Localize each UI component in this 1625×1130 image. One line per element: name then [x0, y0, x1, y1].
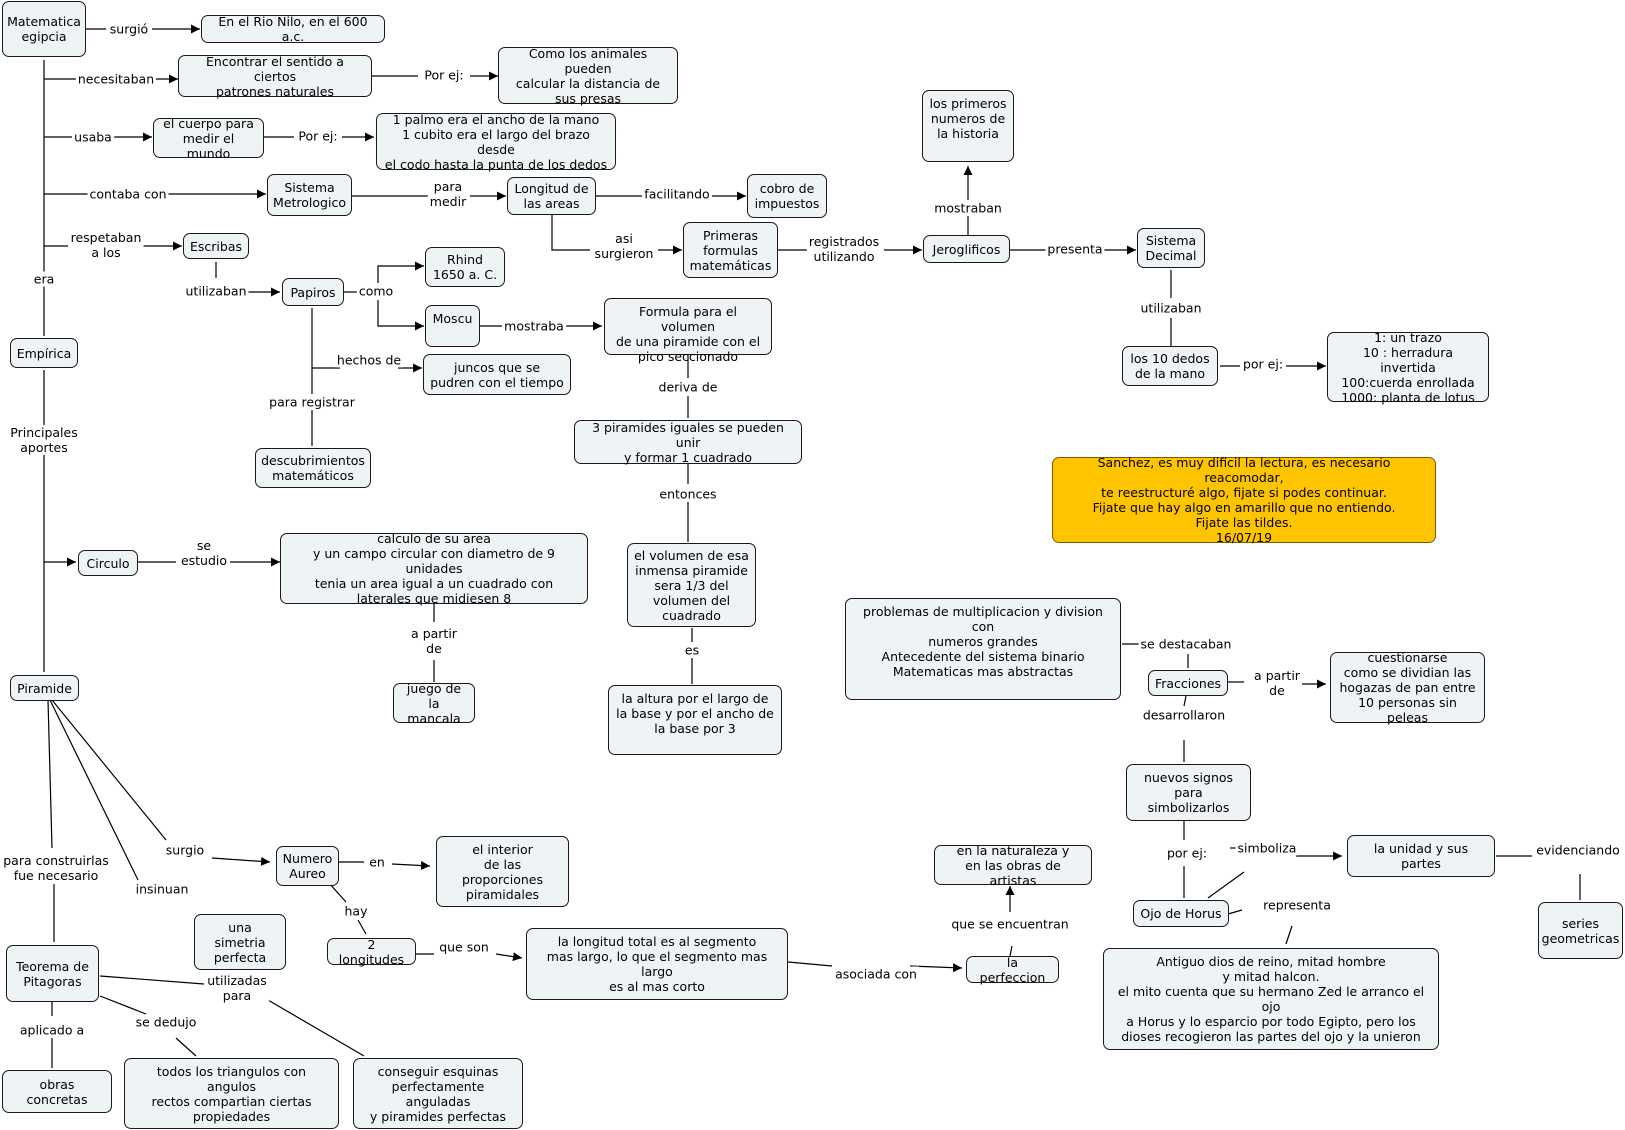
link-label: mostraba: [502, 318, 566, 334]
node-longitud-total[interactable]: la longitud total es al segmento mas lar…: [526, 928, 788, 1000]
node-longitud-areas[interactable]: Longitud de las areas: [507, 177, 596, 215]
link-label: surgió: [107, 21, 151, 37]
link-label: se dedujo: [133, 1014, 199, 1030]
link-label: insinuan: [133, 881, 191, 897]
link-label: entonces: [657, 486, 719, 502]
node-empirica[interactable]: Empírica: [10, 338, 78, 368]
link-label: Principales aportes: [8, 425, 80, 455]
link-label: Por ej:: [296, 128, 340, 144]
node-nuevos-signos[interactable]: nuevos signos para simbolizarlos: [1126, 764, 1251, 821]
link-label: usaba: [72, 129, 114, 145]
link-label: para medir: [427, 179, 469, 209]
node-moscu[interactable]: Moscu: [425, 305, 480, 347]
link-label: a partir de: [409, 626, 459, 656]
link-label: era: [31, 271, 57, 287]
node-cuestionarse[interactable]: cuestionarse como se dividian las hogaza…: [1330, 650, 1485, 725]
link-label: simboliza: [1235, 840, 1299, 856]
node-palmo-cubito[interactable]: 1 palmo era el ancho de la mano 1 cubito…: [376, 112, 616, 172]
node-piramide[interactable]: Piramide: [10, 675, 79, 701]
node-diez-dedos[interactable]: los 10 dedos de la mano: [1122, 346, 1218, 386]
node-dos-longitudes[interactable]: 2 longitudes: [327, 937, 416, 967]
link-label: registrados utilizando: [806, 234, 882, 264]
node-interior-proporciones[interactable]: el interior de las proporciones piramida…: [436, 836, 569, 907]
node-problemas-multiplicacion[interactable]: problemas de multiplicacion y division c…: [845, 598, 1121, 700]
link-label: evidenciando: [1534, 842, 1622, 858]
link-label: se estudio: [178, 538, 230, 568]
node-cobro-impuestos[interactable]: cobro de impuestos: [747, 174, 827, 218]
link-label: asi surgieron: [592, 231, 656, 261]
node-formula-volumen[interactable]: Formula para el volumen de una piramide …: [604, 298, 772, 364]
link-label: presenta: [1045, 241, 1105, 257]
node-trazo-herradura[interactable]: 1: un trazo 10 : herradura invertida 100…: [1327, 330, 1489, 405]
node-mancala[interactable]: juego de la mancala: [393, 681, 475, 726]
node-papiros[interactable]: Papiros: [282, 278, 344, 306]
link-label: que se encuentran: [949, 916, 1071, 932]
link-label: a partir de: [1252, 668, 1302, 698]
node-descubrimientos[interactable]: descubrimientos matemáticos: [255, 448, 371, 488]
node-escribas[interactable]: Escribas: [183, 233, 249, 259]
node-obras-concretas[interactable]: obras concretas: [2, 1070, 112, 1113]
link-label: respetaban a los: [68, 230, 144, 260]
node-volumen-tercio[interactable]: el volumen de esa inmensa piramide sera …: [627, 543, 756, 627]
link-label: se destacaban: [1138, 636, 1234, 652]
node-simetria-perfecta[interactable]: una simetria perfecta: [194, 914, 286, 970]
node-rhind[interactable]: Rhind 1650 a. C.: [425, 247, 505, 287]
link-label: por ej:: [1164, 845, 1210, 861]
link-label: mostraban: [932, 200, 1004, 216]
node-unidad-partes[interactable]: la unidad y sus partes: [1347, 835, 1495, 877]
link-label: por ej:: [1240, 356, 1286, 372]
link-label: hay: [342, 903, 370, 919]
node-calculo-area[interactable]: calculo de su area y un campo circular c…: [280, 531, 588, 606]
link-label: facilitando: [642, 186, 712, 202]
link-label: utilizaban: [183, 283, 249, 299]
link-label: en: [367, 854, 387, 870]
link-label: utilizaban: [1138, 300, 1204, 316]
node-matematica-egipcia[interactable]: Matematica egipcia: [2, 1, 86, 57]
link-label: surgio: [163, 842, 207, 858]
node-esquinas-perfectas[interactable]: conseguir esquinas perfectamente angulad…: [353, 1058, 523, 1129]
link-label: aplicado a: [17, 1022, 87, 1038]
node-cuerpo[interactable]: el cuerpo para medir el mundo: [153, 116, 264, 161]
node-altura-base[interactable]: la altura por el largo de la base y por …: [608, 685, 782, 755]
link-label: contaba con: [87, 186, 169, 202]
node-sistema-metrologico[interactable]: Sistema Metrologico: [267, 174, 352, 216]
node-tres-piramides[interactable]: 3 piramides iguales se pueden unir y for…: [574, 420, 802, 465]
node-primeras-formulas[interactable]: Primeras formulas matemáticas: [683, 222, 778, 278]
link-label: para construirlas fue necesario: [1, 853, 111, 883]
link-label: que son: [437, 939, 491, 955]
node-series-geometricas[interactable]: series geometricas: [1538, 902, 1623, 959]
node-sistema-decimal[interactable]: Sistema Decimal: [1137, 228, 1205, 268]
link-label: como: [356, 283, 396, 299]
node-circulo[interactable]: Circulo: [78, 550, 138, 576]
node-antiguo-dios[interactable]: Antiguo dios de reino, mitad hombre y mi…: [1103, 948, 1439, 1050]
node-teorema-pitagoras[interactable]: Teorema de Pitagoras: [6, 945, 99, 1002]
link-label: hechos de: [334, 352, 404, 368]
node-fracciones[interactable]: Fracciones: [1148, 670, 1228, 696]
link-label: necesitaban: [75, 71, 157, 87]
node-note-sanchez[interactable]: Sanchez, es muy dificil la lectura, es n…: [1052, 455, 1436, 545]
link-label: Por ej:: [422, 67, 466, 83]
link-label: representa: [1261, 897, 1333, 913]
link-label: desarrollaron: [1140, 707, 1228, 723]
node-ojo-horus[interactable]: Ojo de Horus: [1133, 900, 1229, 927]
node-rio-nilo[interactable]: En el Rio Nilo, en el 600 a.c.: [201, 14, 385, 44]
link-label: utilizadas para: [205, 973, 269, 1003]
node-perfeccion[interactable]: la perfeccion: [966, 955, 1059, 985]
node-juncos[interactable]: juncos que se pudren con el tiempo: [423, 354, 571, 395]
node-naturaleza-artistas[interactable]: en la naturaleza y en las obras de artis…: [934, 843, 1092, 888]
link-label: deriva de: [656, 379, 720, 395]
node-jeroglificos[interactable]: Jeroglificos: [923, 235, 1010, 263]
node-animales[interactable]: Como los animales pueden calcular la dis…: [498, 46, 678, 106]
node-primeros-numeros[interactable]: los primeros numeros de la historia: [922, 90, 1014, 162]
node-numero-aureo[interactable]: Numero Aureo: [276, 846, 339, 886]
node-patrones-naturales[interactable]: Encontrar el sentido a ciertos patrones …: [178, 54, 372, 99]
node-triangulos-rectos[interactable]: todos los triangulos con angulos rectos …: [124, 1058, 339, 1129]
link-label: asociada con: [833, 966, 919, 982]
link-label: es: [682, 642, 702, 658]
link-label: para registrar: [267, 394, 357, 410]
